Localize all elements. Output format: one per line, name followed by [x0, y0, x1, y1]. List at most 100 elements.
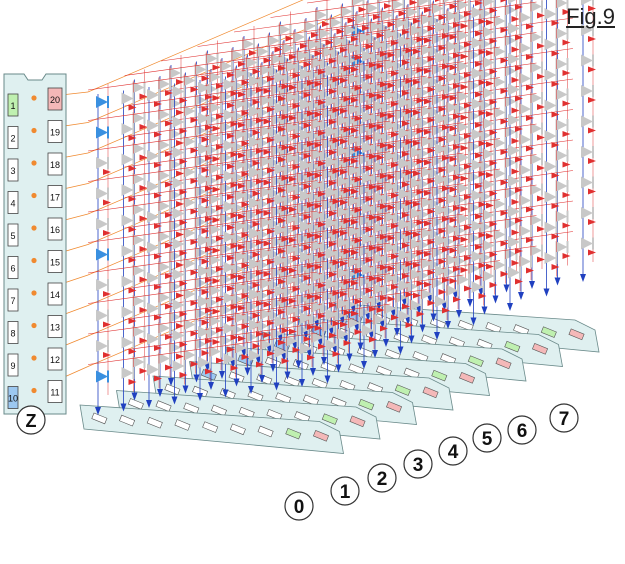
led-diode — [293, 183, 305, 196]
red-arrow — [263, 57, 272, 64]
led-diode — [234, 220, 247, 232]
red-arrow — [241, 140, 250, 147]
red-arrow — [263, 301, 272, 308]
red-arrow — [318, 130, 326, 136]
red-arrow — [369, 306, 377, 312]
red-arrow — [252, 251, 261, 258]
red-arrow — [515, 156, 523, 163]
led-diode — [121, 336, 134, 349]
led-diode — [282, 286, 294, 298]
red-arrow — [486, 141, 494, 148]
pcb-pad — [155, 400, 172, 412]
red-arrow — [263, 240, 272, 247]
led-diode — [311, 331, 323, 344]
red-arrow — [551, 111, 560, 118]
red-arrow — [292, 72, 301, 79]
red-arrow — [332, 107, 341, 113]
red-wire — [233, 0, 464, 33]
red-arrow — [365, 43, 374, 50]
led-diode — [293, 153, 305, 165]
led-diode — [530, 92, 542, 104]
red-arrow — [227, 285, 235, 292]
pcb-pad — [422, 386, 439, 399]
led-diode — [147, 333, 159, 345]
led-diode — [380, 40, 393, 52]
led-diode — [435, 173, 447, 186]
led-diode — [555, 27, 568, 40]
red-arrow — [263, 271, 272, 277]
led-diode — [311, 179, 323, 191]
led-diode — [194, 277, 207, 289]
led-diode — [380, 192, 393, 205]
red-arrow — [475, 91, 483, 98]
led-diode — [508, 236, 520, 248]
red-arrow — [478, 79, 487, 86]
led-diode — [231, 110, 243, 122]
red-arrow — [405, 200, 414, 206]
led-diode — [409, 177, 422, 189]
red-arrow — [405, 108, 414, 115]
red-arrow — [486, 263, 494, 270]
red-arrow — [128, 287, 137, 294]
red-arrow — [551, 50, 560, 57]
led-diode — [194, 155, 207, 167]
blue-arrow — [259, 375, 265, 383]
red-arrow — [526, 206, 534, 213]
led-diode — [347, 42, 360, 55]
blue-arrow — [507, 303, 513, 311]
red-arrow — [249, 50, 257, 56]
led-diode — [267, 309, 280, 321]
led-diode — [231, 171, 243, 183]
z-badge — [16, 405, 46, 435]
red-arrow — [551, 81, 560, 87]
led-diode — [121, 92, 134, 105]
led-diode — [242, 129, 254, 142]
red-arrow — [551, 142, 560, 148]
red-arrow — [314, 50, 323, 57]
red-arrow — [588, 97, 596, 103]
pcb-pad — [412, 350, 429, 363]
led-diode — [373, 130, 385, 143]
red-arrow — [179, 250, 188, 256]
led-diode — [482, 270, 495, 282]
red-arrow — [500, 88, 509, 94]
red-wire — [87, 271, 318, 304]
blue-arrow — [383, 339, 389, 347]
red-arrow — [332, 137, 341, 144]
blue-arrow — [554, 277, 561, 286]
red-arrow — [241, 293, 250, 299]
led-diode — [369, 142, 382, 155]
led-diode — [242, 160, 254, 172]
led-diode — [231, 323, 243, 336]
led-diode — [198, 173, 210, 186]
led-diode — [358, 153, 371, 166]
z-left-number: 1 — [10, 101, 15, 111]
red-arrow — [478, 110, 487, 116]
led-diode — [293, 244, 305, 257]
red-arrow — [289, 145, 297, 152]
led-diode — [158, 291, 170, 304]
red-arrow — [464, 224, 472, 231]
red-arrow — [289, 54, 297, 60]
red-arrow — [442, 33, 450, 39]
led-diode — [158, 78, 170, 90]
red-arrow — [365, 287, 374, 294]
red-arrow — [139, 124, 148, 130]
red-arrow — [464, 72, 472, 78]
led-diode — [504, 4, 517, 16]
led-diode — [555, 241, 568, 253]
led-diode — [482, 239, 495, 252]
red-arrow — [526, 54, 534, 60]
led-diode — [431, 33, 444, 45]
led-diode — [132, 356, 145, 368]
red-arrow — [351, 249, 359, 256]
red-arrow — [241, 354, 250, 360]
pcb-pad — [146, 416, 163, 429]
red-arrow — [475, 122, 483, 128]
red-arrow — [515, 248, 523, 254]
red-wire — [124, 165, 355, 198]
red-arrow — [201, 106, 210, 112]
pcb-pad — [91, 412, 108, 425]
led-diode — [555, 58, 568, 70]
